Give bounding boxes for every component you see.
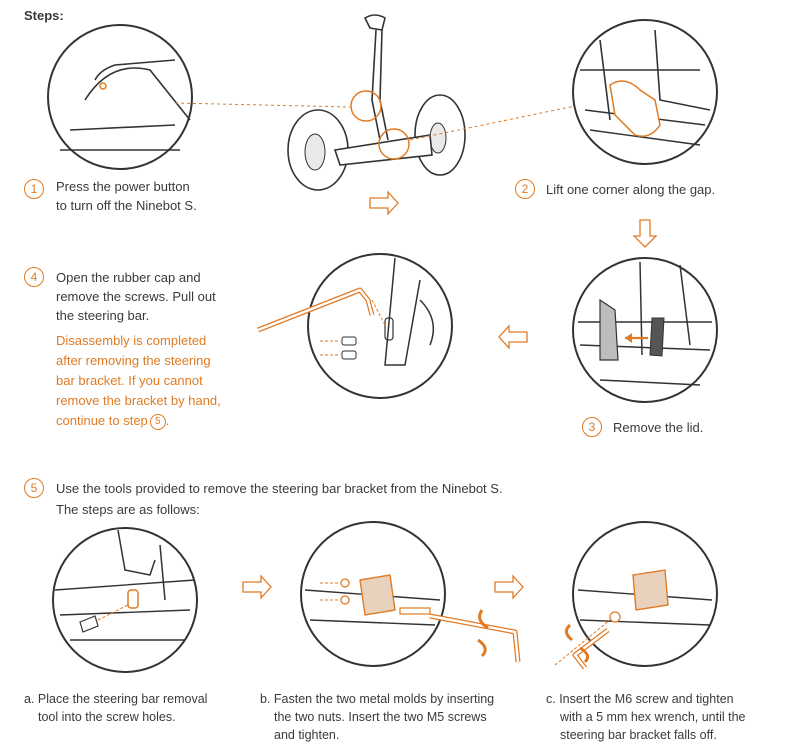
caption-a-line-2: tool into the screw holes. <box>38 710 176 724</box>
step-number-5: 5 <box>24 478 44 498</box>
detail-circle-c <box>554 521 718 667</box>
step-ref-5: 5 <box>149 413 166 430</box>
caption-b-line-2: the two nuts. Insert the two M5 screws <box>274 710 487 724</box>
step-number-4: 4 <box>24 267 44 287</box>
arrow-right-icon-2 <box>242 574 272 600</box>
rotate-icon-2 <box>565 623 590 664</box>
step-4-line-3: the steering bar. <box>56 308 150 323</box>
step-4-note-2: after removing the steering <box>56 353 211 368</box>
step-4-note-5-text: continue to step <box>56 413 148 428</box>
step-4-note-3: bar bracket. If you cannot <box>56 373 203 388</box>
caption-c-line-3: steering bar bracket falls off. <box>560 728 717 742</box>
step-number-2: 2 <box>515 179 535 199</box>
detail-circle-4 <box>307 253 453 399</box>
step-4-line-1: Open the rubber cap and <box>56 270 201 285</box>
step-1-line-2: to turn off the Ninebot S. <box>56 198 197 213</box>
detail-circle-2 <box>572 19 718 165</box>
caption-c-line-1: c. Insert the M6 screw and tighten <box>546 692 734 706</box>
step-1-line-1: Press the power button <box>56 179 190 194</box>
page-title: Steps: <box>24 8 64 23</box>
step-number-1: 1 <box>24 179 44 199</box>
step-2-text: Lift one corner along the gap. <box>546 182 716 197</box>
step-3-text: Remove the lid. <box>613 420 704 435</box>
step-4-note-4: remove the bracket by hand, <box>56 393 221 408</box>
step-5-line-2: The steps are as follows: <box>56 502 200 517</box>
caption-c-line-2: with a 5 mm hex wrench, until the <box>560 710 746 724</box>
step-5-line-1: Use the tools provided to remove the ste… <box>56 481 503 496</box>
leader-line <box>174 102 351 108</box>
rotate-icon <box>477 609 489 658</box>
leader-line-2 <box>409 104 581 141</box>
arrow-right-icon-3 <box>494 574 524 600</box>
detail-circle-1 <box>47 24 193 170</box>
caption-b-line-1: b. Fasten the two metal molds by inserti… <box>260 692 495 706</box>
caption-b-line-3: and tighten. <box>274 728 340 742</box>
detail-circle-a <box>52 527 198 673</box>
arrow-down-icon <box>632 219 658 248</box>
step-4-note-5-end: . <box>165 413 170 428</box>
hex-wrench-icon <box>429 613 521 663</box>
scooter-illustration <box>287 14 466 191</box>
detail-circle-3 <box>572 257 718 403</box>
step-4-note-1: Disassembly is completed <box>56 333 207 348</box>
arrow-right-icon <box>369 190 399 216</box>
detail-circle-b <box>300 521 446 667</box>
step-4-line-2: remove the screws. Pull out <box>56 289 216 304</box>
arrow-left-icon <box>498 324 528 350</box>
caption-a-line-1: a. Place the steering bar removal <box>24 692 208 706</box>
step-number-3: 3 <box>582 417 602 437</box>
